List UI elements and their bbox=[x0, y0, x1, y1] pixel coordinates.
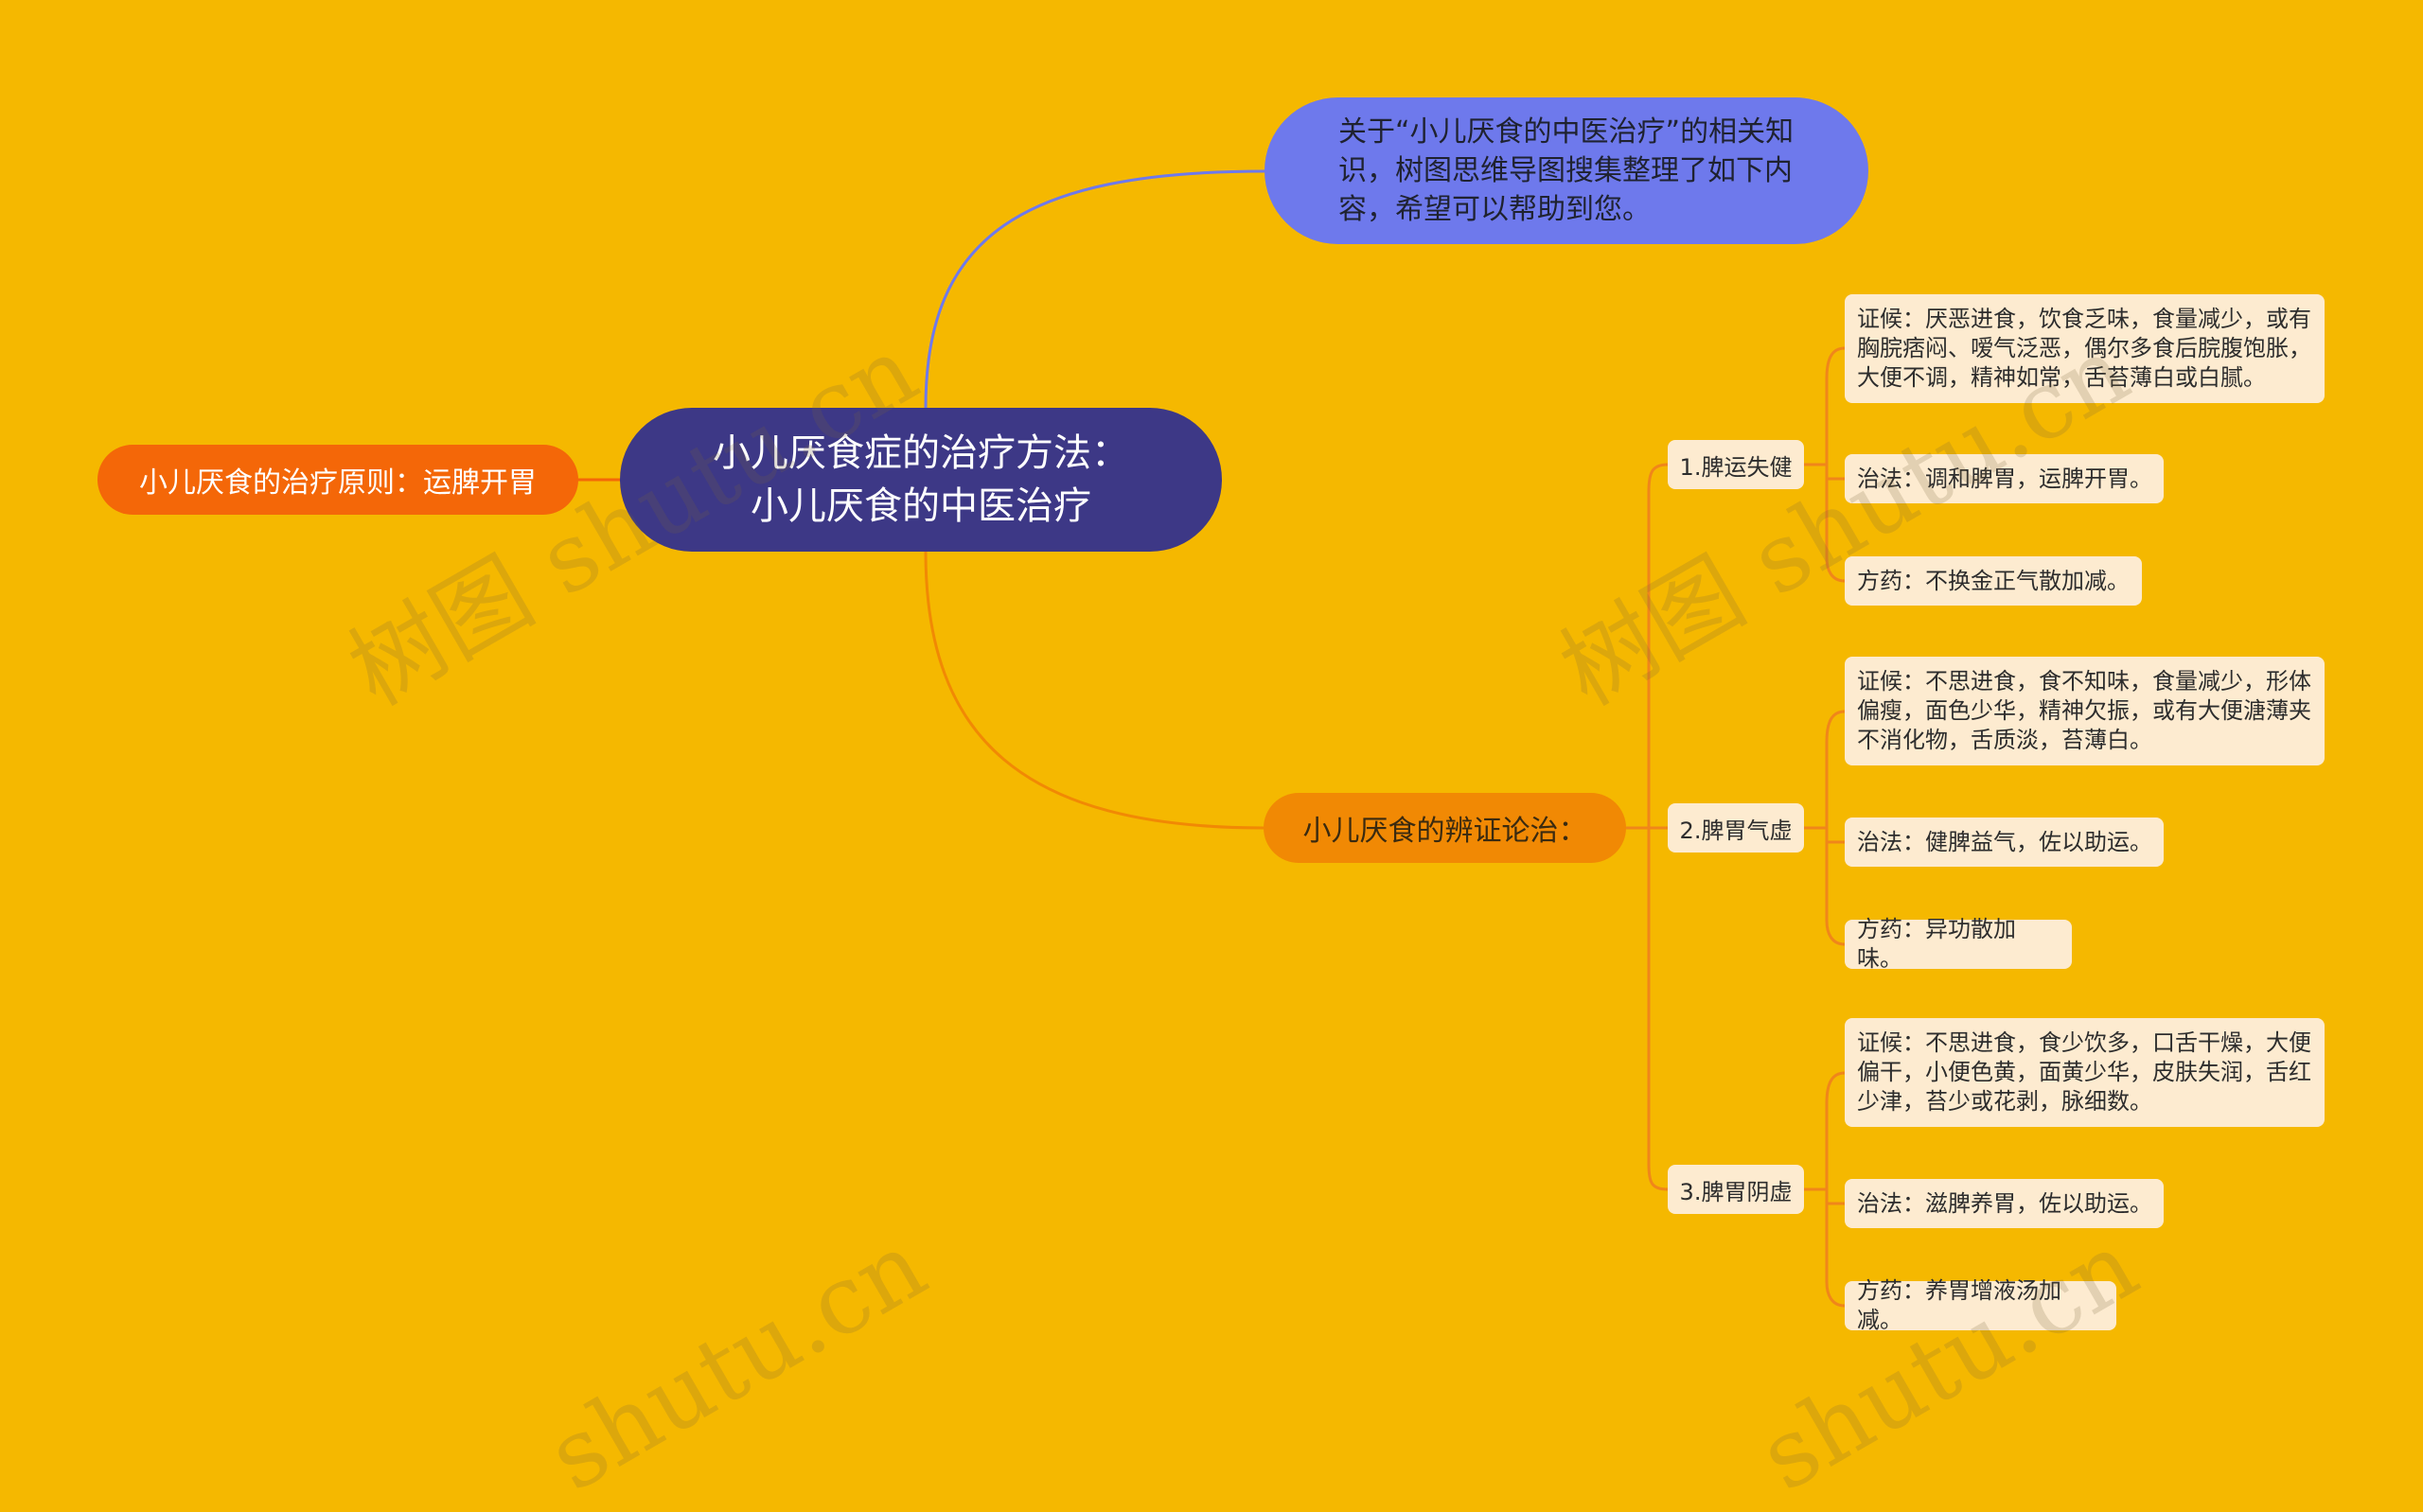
leaf-text: 方药：异功散加味。 bbox=[1857, 916, 2016, 972]
category-label: 2.脾胃气虚 bbox=[1679, 817, 1793, 844]
leaf-text: 证候：不思进食，食不知味，食量减少，形体偏瘦，面色少华，精神欠振，或有大便溏薄夹… bbox=[1857, 668, 2311, 753]
leaf-node-symptoms[interactable]: 证候：厌恶进食，饮食乏味，食量减少，或有胸脘痞闷、嗳气泛恶，偶尔多食后脘腹饱胀，… bbox=[1845, 294, 2325, 403]
diagnosis-node[interactable]: 小儿厌食的辨证论治： bbox=[1264, 793, 1626, 863]
root-title-line1: 小儿厌食症的治疗方法： bbox=[713, 431, 1129, 475]
link-root-intro bbox=[924, 169, 1265, 409]
connector-lines bbox=[578, 169, 1846, 1308]
principle-text: 小儿厌食的治疗原则：运脾开胃 bbox=[139, 466, 537, 500]
mind-map-canvas: 小儿厌食症的治疗方法： 小儿厌食的中医治疗 关于“小儿厌食的中医治疗”的相关知识… bbox=[97, 97, 2325, 1512]
leaf-text: 治法：滋脾养胃，佐以助运。 bbox=[1857, 1189, 2152, 1217]
principle-node[interactable]: 小儿厌食的治疗原则：运脾开胃 bbox=[97, 445, 578, 515]
leaf-node-prescription[interactable]: 方药：异功散加味。 bbox=[1845, 916, 2072, 972]
leaf-text: 证候：不思进食，食少饮多，口舌干燥，大便偏干，小便色黄，面黄少华，皮肤失润，舌红… bbox=[1857, 1029, 2311, 1115]
root-node[interactable]: 小儿厌食症的治疗方法： 小儿厌食的中医治疗 bbox=[620, 408, 1222, 552]
leaf-node-treatment[interactable]: 治法：调和脾胃，运脾开胃。 bbox=[1845, 454, 2164, 503]
leaf-text: 治法：健脾益气，佐以助运。 bbox=[1857, 828, 2152, 855]
intro-node[interactable]: 关于“小儿厌食的中医治疗”的相关知识，树图思维导图搜集整理了如下内容，希望可以帮… bbox=[1265, 97, 1868, 244]
leaf-node-prescription[interactable]: 方药：养胃增液汤加减。 bbox=[1845, 1277, 2116, 1333]
category-label: 1.脾运失健 bbox=[1679, 453, 1793, 481]
leaf-node-symptoms[interactable]: 证候：不思进食，食不知味，食量减少，形体偏瘦，面色少华，精神欠振，或有大便溏薄夹… bbox=[1845, 657, 2325, 765]
intro-text: 关于“小儿厌食的中医治疗”的相关知识，树图思维导图搜集整理了如下内容，希望可以帮… bbox=[1338, 115, 1795, 226]
leaf-text: 治法：调和脾胃，运脾开胃。 bbox=[1857, 465, 2152, 492]
category-node[interactable]: 2.脾胃气虚 bbox=[1668, 803, 1804, 853]
category-node[interactable]: 1.脾运失健 bbox=[1668, 440, 1804, 489]
link-diagnosis-cats bbox=[1626, 463, 1669, 1191]
leaf-node-prescription[interactable]: 方药：不换金正气散加减。 bbox=[1845, 556, 2142, 606]
link-cat2-leaves bbox=[1804, 710, 1846, 946]
diagnosis-label: 小儿厌食的辨证论治： bbox=[1302, 815, 1587, 848]
leaf-text: 方药：不换金正气散加减。 bbox=[1857, 567, 2130, 594]
link-cat1-leaves bbox=[1804, 346, 1846, 583]
leaf-node-treatment[interactable]: 治法：滋脾养胃，佐以助运。 bbox=[1845, 1179, 2164, 1228]
link-cat3-leaves bbox=[1804, 1071, 1846, 1308]
root-title-line2: 小儿厌食的中医治疗 bbox=[751, 484, 1091, 528]
leaf-node-symptoms[interactable]: 证候：不思进食，食少饮多，口舌干燥，大便偏干，小便色黄，面黄少华，皮肤失润，舌红… bbox=[1845, 1018, 2325, 1127]
link-root-diagnosis bbox=[924, 551, 1265, 830]
leaf-text: 方药：养胃增液汤加减。 bbox=[1857, 1277, 2061, 1333]
category-node[interactable]: 3.脾胃阴虚 bbox=[1668, 1165, 1804, 1214]
leaf-text: 证候：厌恶进食，饮食乏味，食量减少，或有胸脘痞闷、嗳气泛恶，偶尔多食后脘腹饱胀，… bbox=[1857, 306, 2311, 391]
category-label: 3.脾胃阴虚 bbox=[1679, 1178, 1793, 1205]
leaf-node-treatment[interactable]: 治法：健脾益气，佐以助运。 bbox=[1845, 818, 2164, 867]
